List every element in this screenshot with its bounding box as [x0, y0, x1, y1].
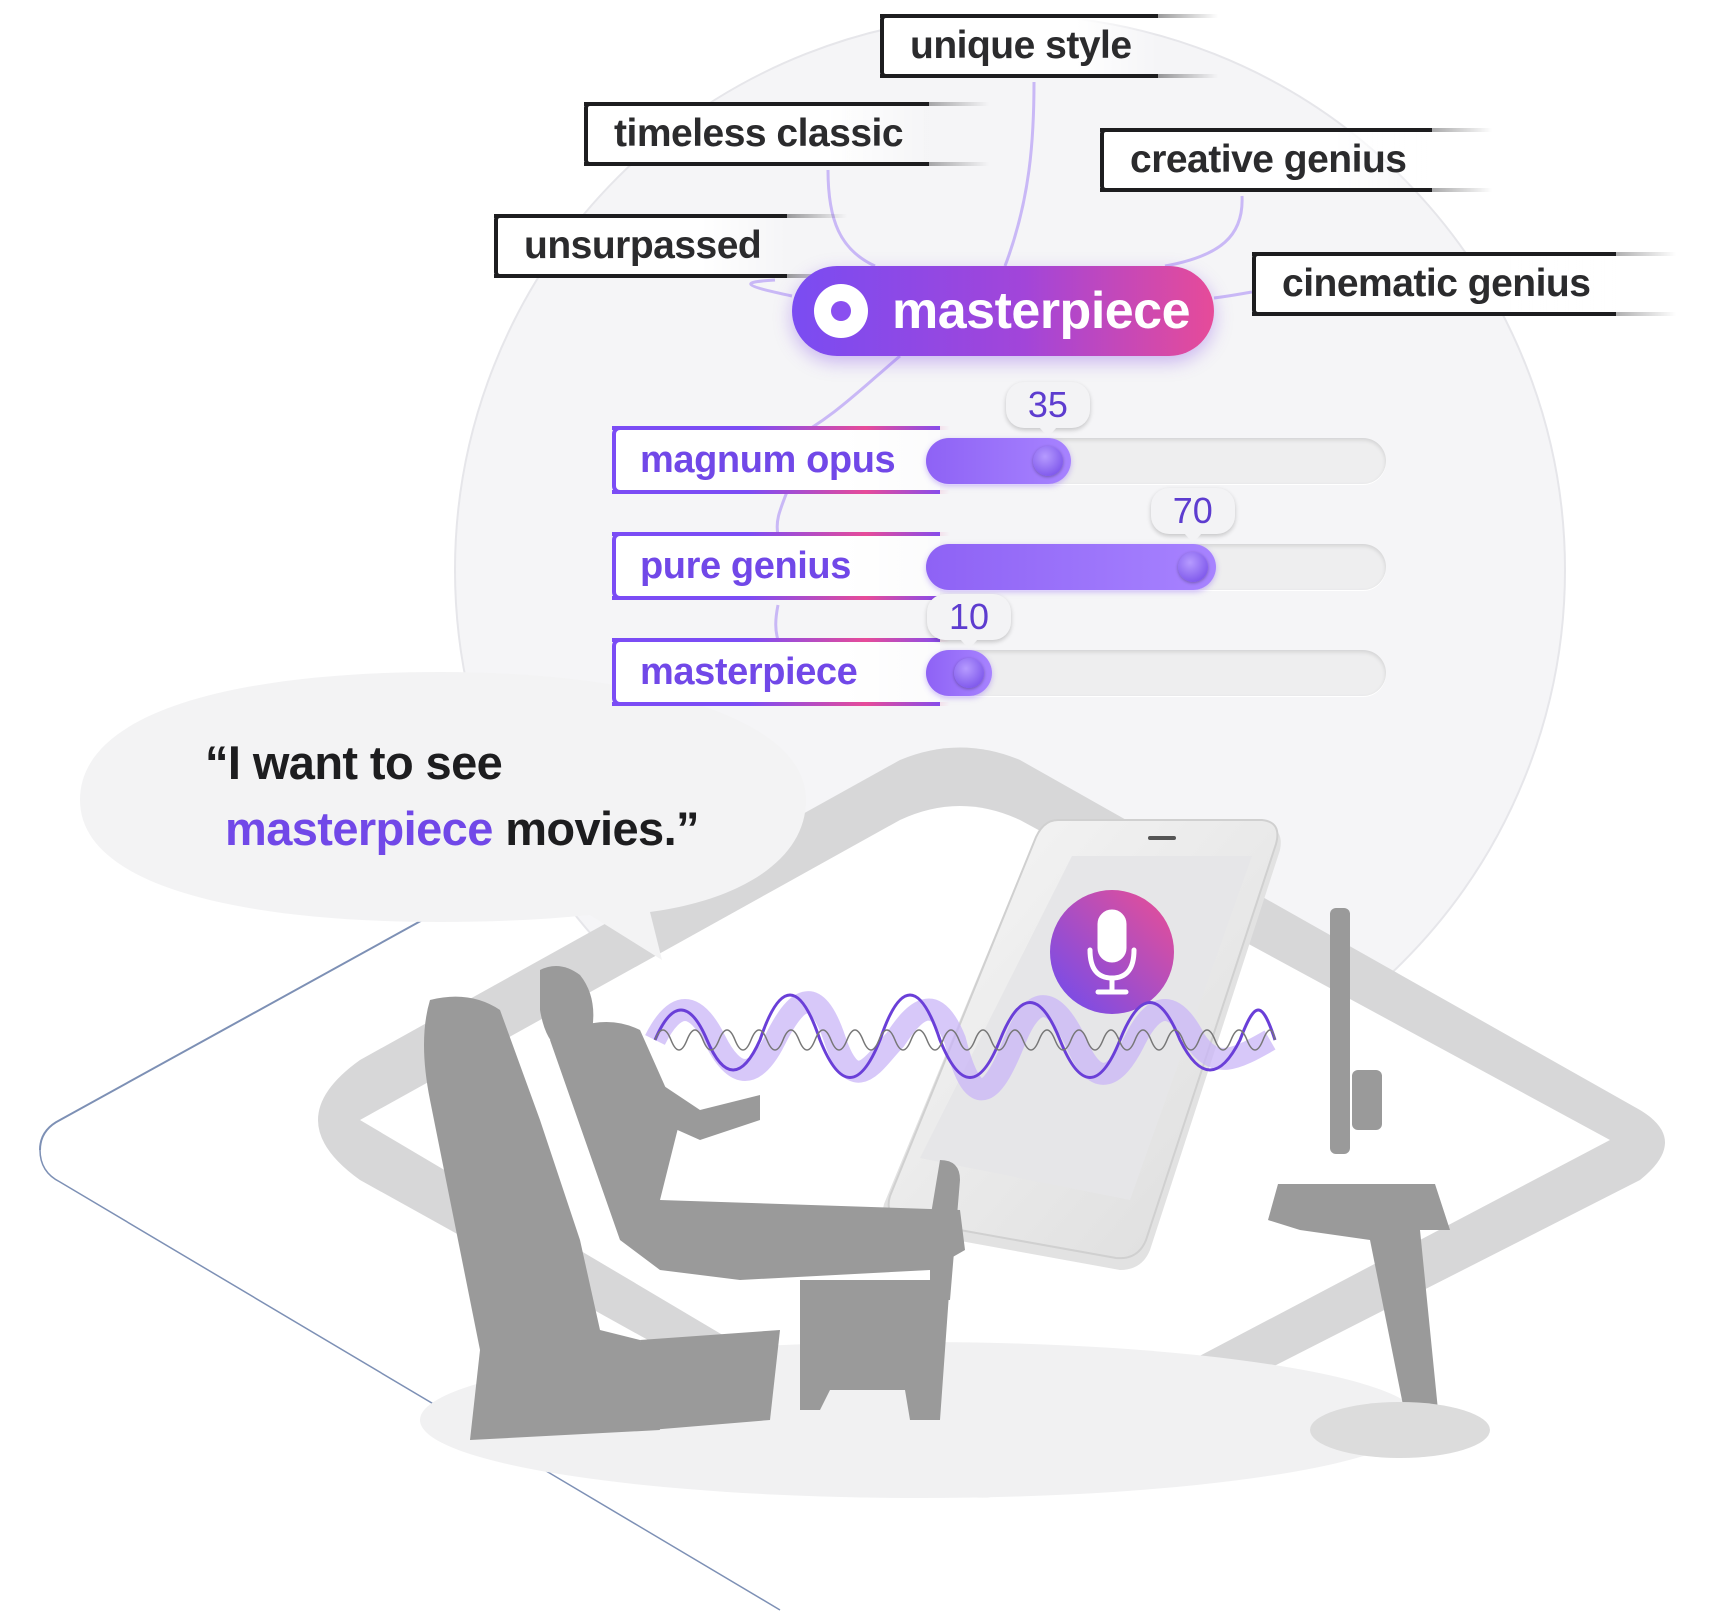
slider-knob[interactable]	[1032, 446, 1063, 476]
weight-row-label: masterpiece	[612, 638, 950, 706]
speech-line-2-rest: movies.”	[492, 802, 699, 855]
slider-value: 10	[948, 596, 990, 637]
weight-row-label: pure genius	[612, 532, 950, 600]
target-icon	[814, 284, 868, 338]
row-label-text: pure genius	[640, 544, 851, 587]
tag-label: cinematic genius	[1282, 262, 1591, 305]
slider-value-bubble: 70	[1150, 488, 1235, 543]
slider-value: 35	[1027, 384, 1068, 425]
tag-label: timeless classic	[614, 112, 904, 155]
weight-slider[interactable]: 70	[926, 488, 1386, 590]
synonym-tag[interactable]: cinematic genius	[1252, 252, 1677, 316]
row-label-text: masterpiece	[640, 650, 858, 693]
weight-slider[interactable]: 10	[926, 594, 1386, 696]
speech-line-2: masterpiece movies.”	[205, 796, 700, 862]
synonym-tag[interactable]: unique style	[880, 14, 1217, 78]
slider-value: 70	[1172, 490, 1213, 531]
speech-keyword: masterpiece	[225, 802, 493, 855]
weight-slider[interactable]: 35	[926, 382, 1386, 484]
slider-value-bubble: 35	[1005, 382, 1090, 437]
synonym-tag[interactable]: creative genius	[1100, 128, 1494, 192]
row-label-text: magnum opus	[640, 438, 896, 481]
sound-waves	[645, 991, 1277, 1101]
hub-keyword-pill[interactable]: masterpiece	[792, 266, 1214, 356]
slider-knob[interactable]	[1177, 552, 1208, 582]
hub-keyword-label: masterpiece	[892, 282, 1191, 340]
tag-label: unique style	[910, 24, 1132, 67]
tv-stand	[1268, 908, 1490, 1458]
tag-label: unsurpassed	[524, 224, 762, 267]
slider-knob[interactable]	[954, 658, 984, 688]
weight-row-label: magnum opus	[612, 426, 950, 494]
person-silhouette	[424, 966, 965, 1440]
slider-fill	[926, 544, 1216, 590]
tag-label: creative genius	[1130, 138, 1407, 181]
slider-value-bubble: 10	[927, 594, 1011, 649]
synonym-tag[interactable]: unsurpassed	[494, 214, 848, 278]
speech-bubble	[80, 672, 806, 960]
synonym-tag[interactable]: timeless classic	[584, 102, 990, 166]
speech-quote: “I want to see masterpiece movies.”	[205, 730, 700, 862]
speech-line-1: “I want to see	[205, 736, 503, 789]
